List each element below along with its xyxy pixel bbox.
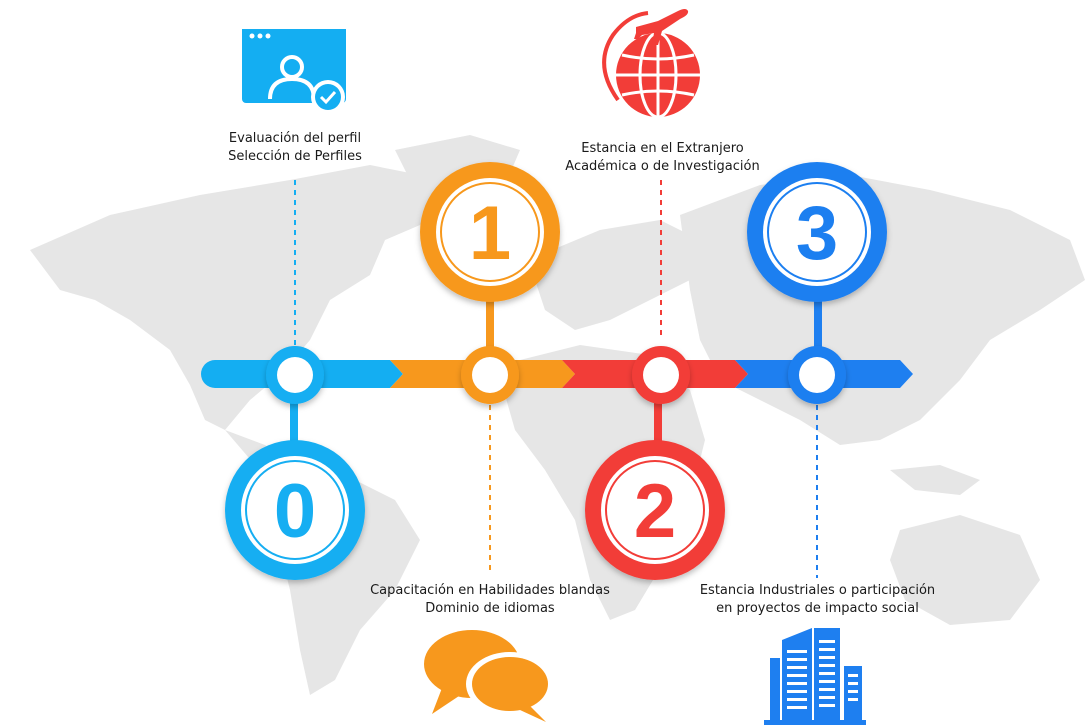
step-label-0: Evaluación del perfil Selección de Perfi…: [200, 130, 390, 166]
step-label-3-line1: Estancia Industriales o participación: [699, 583, 936, 598]
step-label-1-line2: Dominio de idiomas: [425, 601, 555, 616]
step-number-0: 0: [274, 469, 316, 554]
node-2: [632, 346, 690, 404]
step-label-0-line1: Evaluación del perfil: [228, 131, 362, 146]
step-circle-1: 1: [420, 162, 560, 302]
step-label-2-line2: Académica o de Investigación: [565, 159, 760, 174]
connector-0: [290, 395, 298, 465]
step-circle-0: 0: [225, 440, 365, 580]
step-circle-3: 3: [747, 162, 887, 302]
node-0: [266, 346, 324, 404]
chat-bubbles-icon: [424, 630, 554, 722]
connector-2: [654, 395, 662, 460]
step-label-0-line2: Selección de Perfiles: [228, 149, 362, 164]
step-circle-2: 2: [585, 440, 725, 580]
step-label-1: Capacitación en Habilidades blandas Domi…: [345, 582, 635, 618]
step-label-3: Estancia Industriales o participación en…: [685, 582, 950, 618]
step-number-1: 1: [469, 191, 511, 276]
profile-window-icon: [242, 29, 346, 114]
connector-3: [814, 285, 822, 347]
step-label-3-line2: en proyectos de impacto social: [716, 601, 919, 616]
globe-plane-icon: [602, 9, 700, 119]
connector-1: [486, 290, 494, 350]
step-label-2-line1: Estancia en el Extranjero: [581, 141, 744, 156]
node-3: [788, 346, 846, 404]
step-label-2: Estancia en el Extranjero Académica o de…: [540, 140, 785, 176]
step-number-2: 2: [634, 469, 676, 554]
step-number-3: 3: [796, 191, 838, 276]
buildings-icon: [764, 628, 866, 725]
node-1: [461, 346, 519, 404]
step-label-1-line1: Capacitación en Habilidades blandas: [370, 583, 610, 598]
